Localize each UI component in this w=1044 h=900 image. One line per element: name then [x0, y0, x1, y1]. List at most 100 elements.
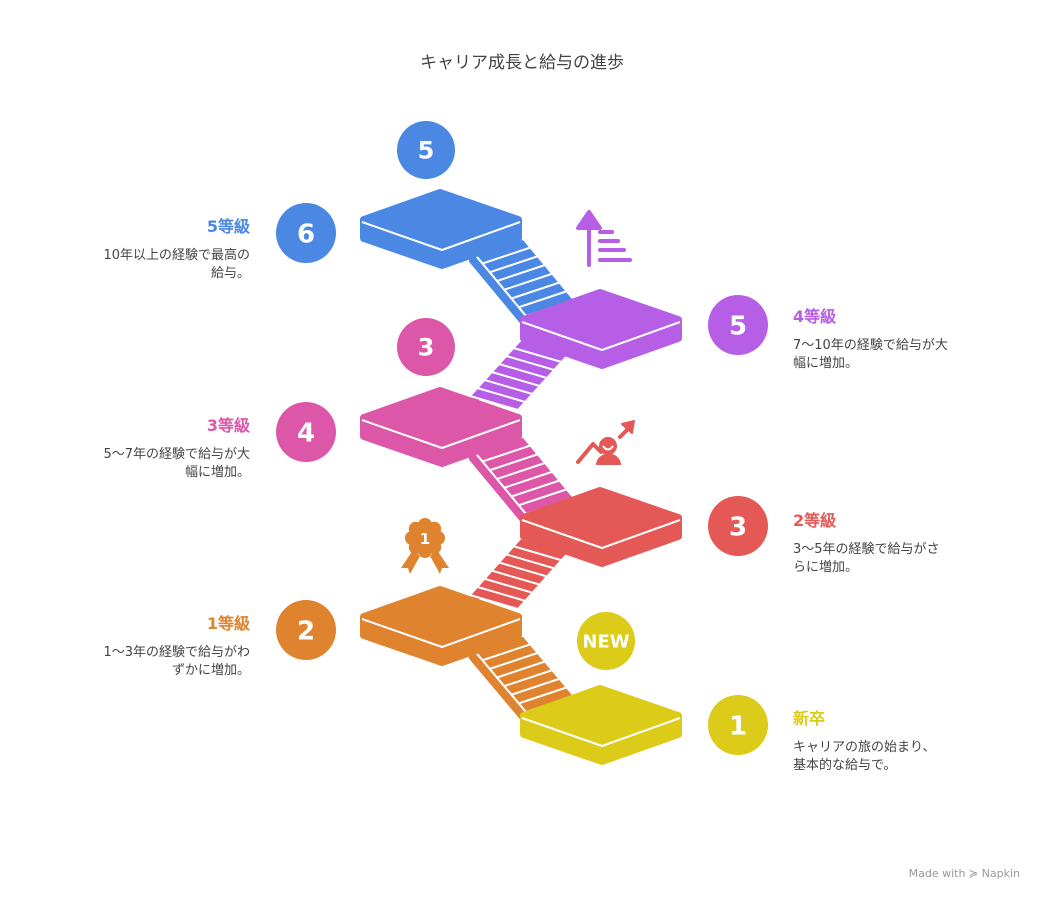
staircase-3 [467, 427, 575, 533]
description-line: 1〜3年の経験で給与がわ [103, 645, 250, 660]
step-label-3: 2等級 3〜5年の経験で給与がさらに増加。 [793, 507, 983, 577]
step-number-1: 1 [708, 695, 768, 755]
step-title: 5等級 [206, 217, 250, 236]
step-title: 1等級 [206, 614, 250, 633]
stair-step [482, 246, 531, 265]
step-label-1: 新卒キャリアの旅の始まり、基本的な給与で。 [793, 705, 983, 775]
step-number-3: 3 [708, 496, 768, 556]
circle-label: 6 [297, 219, 315, 249]
circle-label: 3 [418, 334, 435, 362]
stair-step [489, 651, 539, 670]
stair-step [482, 444, 531, 463]
platform-top [520, 487, 682, 549]
platform-edge [521, 519, 681, 549]
stair-step [513, 347, 562, 363]
step-label-6: 5等級 10年以上の経験で最高の給与。 [60, 213, 250, 283]
platform-edge [361, 618, 521, 648]
step-description: キャリアの旅の始まり、基本的な給与で。 [793, 739, 983, 775]
stair-step [489, 255, 539, 274]
step-label-2: 1等級 1〜3年の経験で給与がわずかに増加。 [60, 610, 250, 680]
stair-step [491, 371, 541, 387]
stair-step [511, 677, 560, 696]
stair-step [511, 479, 560, 498]
step-description: 10年以上の経験で最高の給与。 [60, 247, 250, 283]
platform-edge [361, 221, 521, 251]
platform-top [360, 189, 522, 251]
growth-list-icon [576, 210, 632, 267]
platform-edge [361, 419, 521, 449]
circle-label: 2 [297, 616, 315, 646]
award-ribbon-icon: 1 [401, 518, 449, 574]
step-number-2: 2 [276, 600, 336, 660]
stair-step [518, 488, 568, 507]
step-description: 5〜7年の経験で給与が大幅に増加。 [60, 446, 250, 482]
stair-step [518, 686, 568, 705]
platform-top [520, 685, 682, 747]
description-line: 給与。 [210, 266, 250, 281]
stair-step [484, 379, 533, 395]
stair-step [503, 272, 553, 291]
stair-step [513, 545, 562, 562]
circle-label: 1 [729, 711, 747, 741]
stair-step [496, 264, 546, 282]
description-line: 幅に増加。 [184, 465, 250, 480]
platform-step-1 [520, 685, 682, 765]
diagram-title: キャリア成長と給与の進歩 [420, 53, 624, 73]
stair-step [482, 643, 531, 662]
circle-label: 5 [418, 137, 435, 165]
stair-step [496, 660, 546, 679]
step-description: 7〜10年の経験で給与が大幅に増加。 [793, 337, 983, 373]
platform-edge [521, 321, 681, 351]
step-title: 4等級 [793, 307, 837, 326]
step-number-5: 5 [708, 295, 768, 355]
step-label-5: 4等級 7〜10年の経験で給与が大幅に増加。 [793, 303, 983, 373]
rank-5-badge-icon: 5 [397, 121, 455, 179]
platform-top [360, 387, 522, 449]
description-line: 5〜7年の経験で給与が大 [103, 447, 250, 462]
circle-label: NEW [582, 631, 629, 652]
description-line: 基本的な給与で。 [793, 758, 897, 773]
platform-step-2 [360, 586, 522, 666]
career-growth-icon [576, 420, 635, 465]
new-badge-icon: NEW [577, 612, 635, 670]
circle-label: 5 [729, 311, 747, 341]
circle-label: 4 [297, 418, 315, 448]
step-title: 2等級 [793, 511, 837, 530]
platform-step-3 [520, 487, 682, 567]
platform-step-4 [360, 387, 522, 467]
stair-step [503, 470, 553, 489]
stair-step [503, 669, 553, 688]
step-title: 3等級 [206, 416, 250, 435]
description-line: 幅に増加。 [793, 356, 859, 371]
step-label-4: 3等級 5〜7年の経験で給与が大幅に増加。 [60, 412, 250, 482]
stair-step [511, 281, 560, 300]
napkin-watermark: Made with ≽ Napkin [908, 867, 1020, 880]
stair-step [505, 553, 555, 570]
award-number: 1 [420, 530, 430, 548]
step-number-4: 4 [276, 402, 336, 462]
stair-step [484, 577, 533, 594]
description-line: 7〜10年の経験で給与が大 [793, 338, 948, 353]
description-line: キャリアの旅の始まり、 [793, 740, 936, 755]
stair-step [496, 462, 546, 480]
stair-step [498, 561, 548, 578]
rank-3-badge-icon: 3 [397, 318, 455, 376]
platform-edge [521, 717, 681, 747]
description-line: 10年以上の経験で最高の [103, 248, 250, 263]
platform-top [360, 586, 522, 648]
stair-step [518, 290, 568, 309]
stair-step [489, 453, 539, 472]
step-number-6: 6 [276, 203, 336, 263]
stair-step [476, 387, 526, 403]
step-title: 新卒 [793, 709, 826, 728]
platform-step-6 [360, 189, 522, 269]
description-line: 3〜5年の経験で給与がさ [793, 542, 940, 557]
circle-label: 3 [729, 512, 747, 542]
step-description: 1〜3年の経験で給与がわずかに増加。 [60, 644, 250, 680]
description-line: ずかに増加。 [171, 663, 250, 678]
stair-step [491, 569, 541, 586]
stair-step [498, 363, 548, 379]
platform-top [520, 289, 682, 351]
description-line: らに増加。 [793, 560, 859, 575]
